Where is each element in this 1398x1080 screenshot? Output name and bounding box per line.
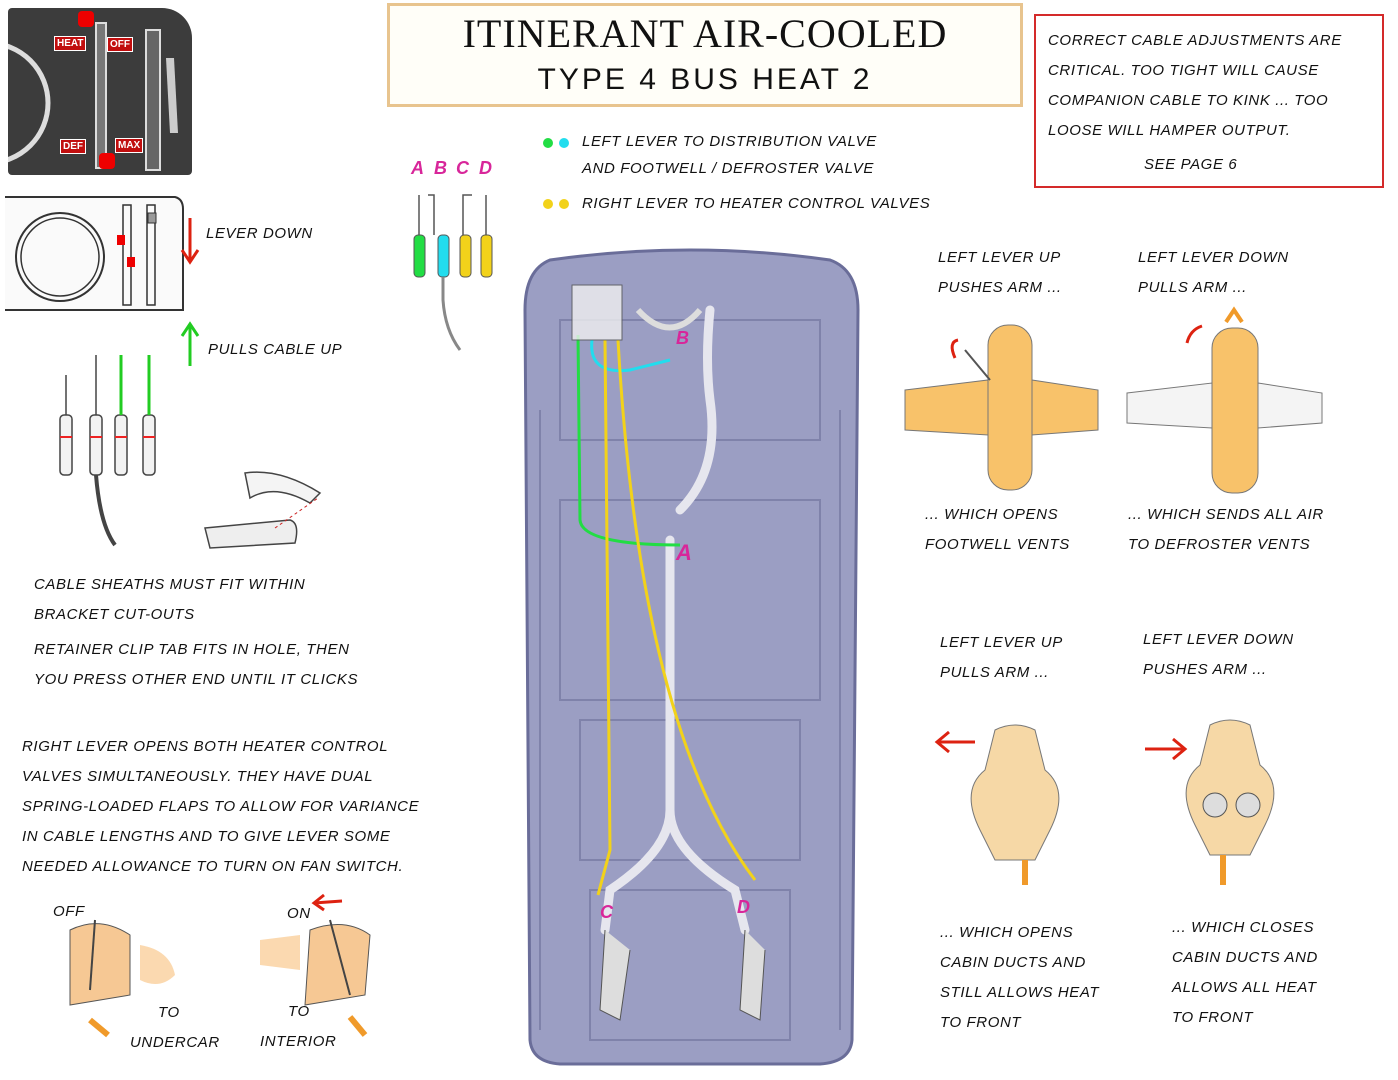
green-up-arrow-icon: [180, 321, 200, 366]
cable-label-d: D: [479, 158, 492, 178]
panel-drawing: [8, 11, 178, 171]
legend-dots: [543, 138, 569, 209]
lever-down-label: LEVER DOWN: [206, 225, 313, 242]
valve-off-label: OFF: [53, 903, 85, 920]
heater-control-panel: HEAT OFF DEF MAX: [8, 8, 192, 175]
cabin-duct-closed-sketch: [1145, 719, 1275, 885]
bracket-sketch: [204, 471, 322, 549]
off-label: OFF: [107, 37, 133, 52]
valve-off-sketch: [69, 919, 175, 1038]
lever-panel-sketch: [5, 196, 184, 311]
lever-knob-top: [78, 11, 94, 27]
pulls-cable-up-label: PULLS CABLE UP: [208, 341, 343, 358]
title-box: ITINERANT AIR-COOLED TYPE 4 BUS HEAT 2: [387, 3, 1023, 107]
cable-ends-sketch: [59, 355, 156, 547]
legend-right-lever: RIGHT LEVER TO HEATER CONTROL VALVES: [582, 195, 931, 212]
page-title: ITINERANT AIR-COOLED: [462, 11, 948, 56]
footwell-valve-open-sketch: [904, 324, 1099, 491]
valve-on-red-arrow-icon: [311, 893, 343, 912]
heat-label: HEAT: [54, 36, 87, 51]
valve-on-label: ON: [287, 905, 311, 922]
def-label: DEF: [60, 139, 86, 154]
bus-label-d: D: [737, 897, 750, 917]
bus-label-b: B: [676, 328, 689, 348]
cable-label-b: B: [434, 158, 447, 178]
red-down-arrow-icon: [180, 218, 200, 265]
bus-label-c: C: [600, 902, 613, 922]
cable-label-c: C: [456, 158, 469, 178]
valve-on-sketch: [260, 919, 371, 1037]
defroster-valve-sketch: [1126, 306, 1323, 494]
colored-cable-ends: [413, 194, 493, 351]
bus-label-a: A: [676, 540, 692, 565]
cable-label-a: A: [411, 158, 424, 178]
cabin-duct-open-sketch: [934, 724, 1060, 885]
max-label: MAX: [115, 138, 144, 153]
page-subtitle: TYPE 4 BUS HEAT 2: [537, 63, 873, 96]
lever-knob-bottom: [99, 153, 115, 169]
bus-xray-diagram: [523, 248, 860, 1066]
